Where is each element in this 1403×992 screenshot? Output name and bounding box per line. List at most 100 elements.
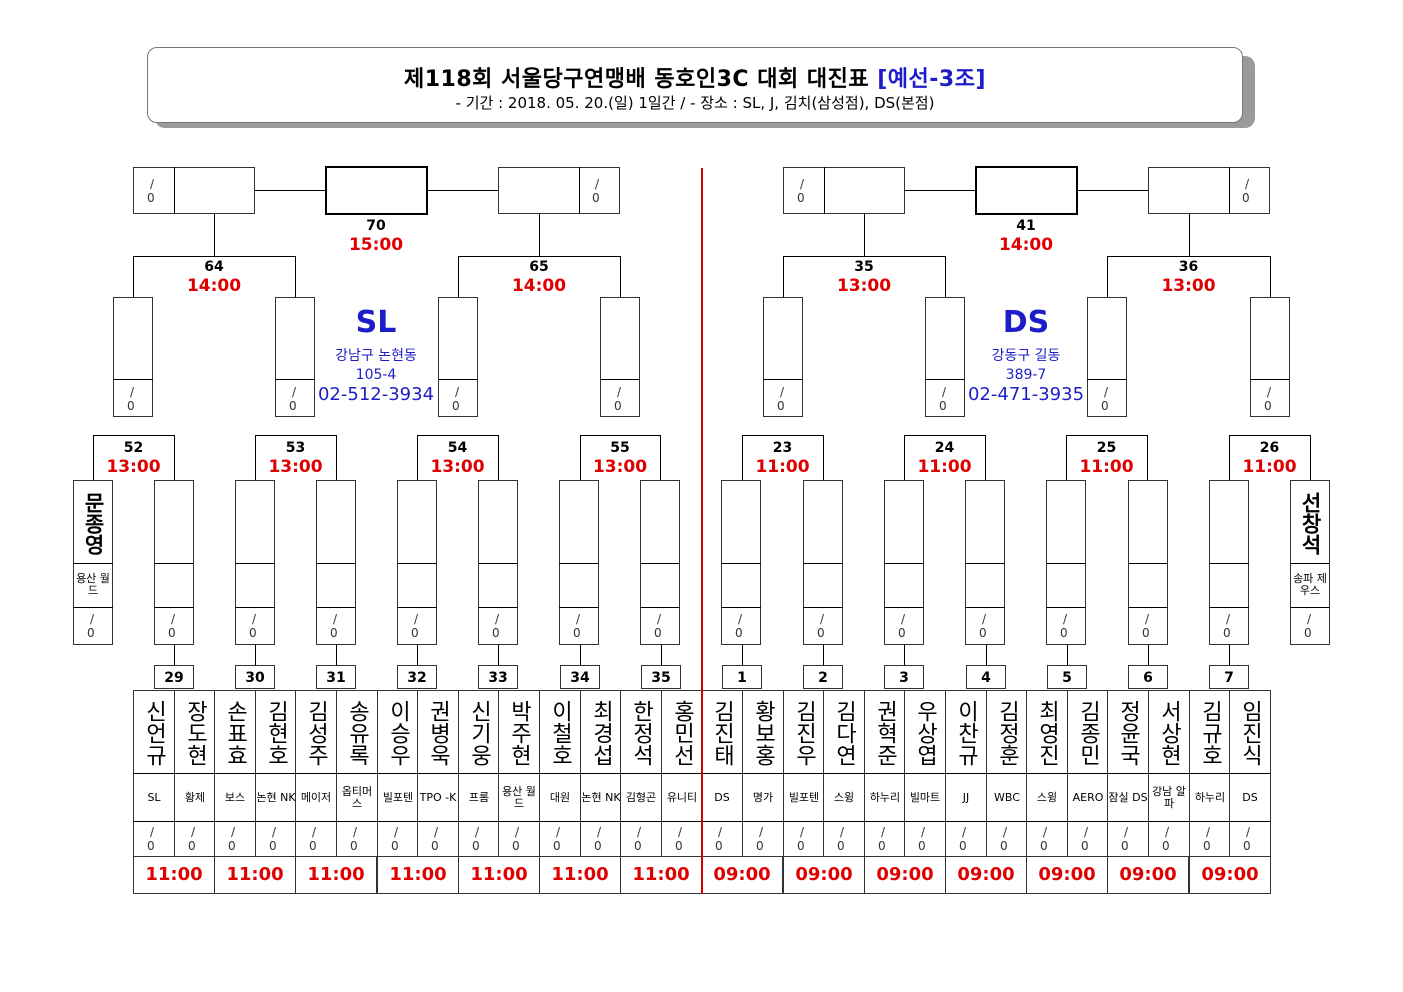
club-name: 용산 월드 — [502, 785, 536, 810]
bracket-line — [377, 773, 419, 774]
score-zero: 0 — [1223, 626, 1231, 640]
score-value: /0 — [87, 612, 104, 642]
score-slash: / — [597, 825, 602, 839]
player-name: 김성주 — [303, 700, 329, 766]
club-name: 스윙 — [1036, 791, 1058, 804]
player-slot[interactable] — [600, 297, 640, 417]
score-value: /0 — [1223, 612, 1240, 642]
score-slash: / — [394, 825, 399, 839]
score-zero: 0 — [228, 839, 236, 853]
score-zero: 0 — [1101, 399, 1109, 413]
bracket-line — [478, 607, 518, 608]
player-slot[interactable] — [1128, 480, 1168, 645]
match-time: 13:00 — [430, 457, 485, 477]
score-slash: / — [312, 825, 317, 839]
player-name: 김현호 — [263, 700, 289, 766]
winner-slot[interactable] — [1148, 167, 1270, 214]
player-name: 박주현 — [506, 700, 532, 766]
club-name: 보스 — [224, 791, 246, 804]
player-slot[interactable] — [1209, 480, 1249, 645]
player-slot[interactable] — [1087, 297, 1127, 417]
score-slash: / — [150, 177, 155, 191]
bracket-line — [1189, 214, 1190, 256]
player-name: 최경섭 — [588, 700, 614, 766]
player-slot[interactable] — [640, 480, 680, 645]
player-slot[interactable] — [235, 480, 275, 645]
final-winner-box[interactable] — [325, 166, 428, 215]
player-slot — [1290, 480, 1330, 645]
bracket-line — [965, 563, 1005, 564]
bracket-line — [428, 190, 498, 191]
player-slot[interactable] — [559, 480, 599, 645]
bracket-line — [336, 645, 337, 666]
bracket-line — [498, 645, 499, 666]
score-zero: 0 — [939, 399, 947, 413]
final-winner-box[interactable] — [975, 166, 1078, 215]
score-value: /0 — [228, 825, 245, 855]
bracket-line — [701, 821, 743, 822]
bracket-line — [93, 435, 94, 481]
player-slot[interactable] — [721, 480, 761, 645]
bracket-line — [255, 435, 337, 436]
player-slot[interactable] — [113, 297, 153, 417]
match-number: 25 — [1096, 440, 1117, 456]
player-slot[interactable] — [925, 297, 965, 417]
player-name: 김진우 — [791, 700, 817, 766]
score-value: /0 — [898, 612, 915, 642]
player-slot[interactable] — [884, 480, 924, 645]
match-time: 11:00 — [1079, 457, 1134, 477]
winner-slot[interactable] — [783, 167, 905, 214]
club-name: 빌포텐 — [788, 791, 820, 804]
bracket-line — [154, 563, 194, 564]
score-value: /0 — [350, 825, 367, 855]
match-number: 2 — [803, 665, 843, 689]
player-slot[interactable] — [763, 297, 803, 417]
player-slot[interactable] — [1046, 480, 1086, 645]
score-slash: / — [1084, 825, 1089, 839]
bracket-line — [1026, 821, 1068, 822]
player-slot[interactable] — [803, 480, 843, 645]
winner-slot[interactable] — [133, 167, 255, 214]
match-number: 30 — [235, 665, 275, 689]
match-number: 53 — [285, 440, 306, 456]
winner-slot[interactable] — [498, 167, 620, 214]
bracket-line — [1148, 821, 1190, 822]
player-name: 정윤국 — [1115, 700, 1141, 766]
club-name: 하누리 — [869, 791, 901, 804]
bracket-line — [600, 379, 640, 380]
score-slash: / — [657, 612, 662, 626]
score-zero: 0 — [330, 626, 338, 640]
player-name: 이찬규 — [953, 700, 979, 766]
score-value: /0 — [959, 825, 976, 855]
bracket-line — [1026, 773, 1068, 774]
player-slot[interactable] — [316, 480, 356, 645]
player-slot[interactable] — [965, 480, 1005, 645]
match-time: 11:00 — [755, 457, 810, 477]
score-slash: / — [1245, 177, 1250, 191]
bracket-line — [255, 773, 297, 774]
player-slot[interactable] — [397, 480, 437, 645]
bracket-line — [478, 563, 518, 564]
bracket-line — [174, 773, 216, 774]
score-zero: 0 — [837, 839, 845, 853]
score-zero: 0 — [188, 839, 196, 853]
player-slot[interactable] — [438, 297, 478, 417]
score-zero: 0 — [411, 626, 419, 640]
score-value: /0 — [492, 612, 509, 642]
venue-phone: 02-512-3934 — [317, 384, 435, 405]
player-slot[interactable] — [275, 297, 315, 417]
score-slash: / — [738, 612, 743, 626]
bracket-line — [417, 435, 499, 436]
match-number: 35 — [641, 665, 681, 689]
score-value: /0 — [918, 825, 935, 855]
player-slot[interactable] — [154, 480, 194, 645]
score-zero: 0 — [512, 839, 520, 853]
score-zero: 0 — [817, 626, 825, 640]
club-name: TPO -K — [419, 791, 457, 804]
score-slash: / — [637, 825, 642, 839]
player-slot[interactable] — [1250, 297, 1290, 417]
bracket-line — [945, 256, 946, 298]
player-slot[interactable] — [478, 480, 518, 645]
bracket-line — [721, 563, 761, 564]
match-time: 11:00 — [133, 856, 215, 894]
